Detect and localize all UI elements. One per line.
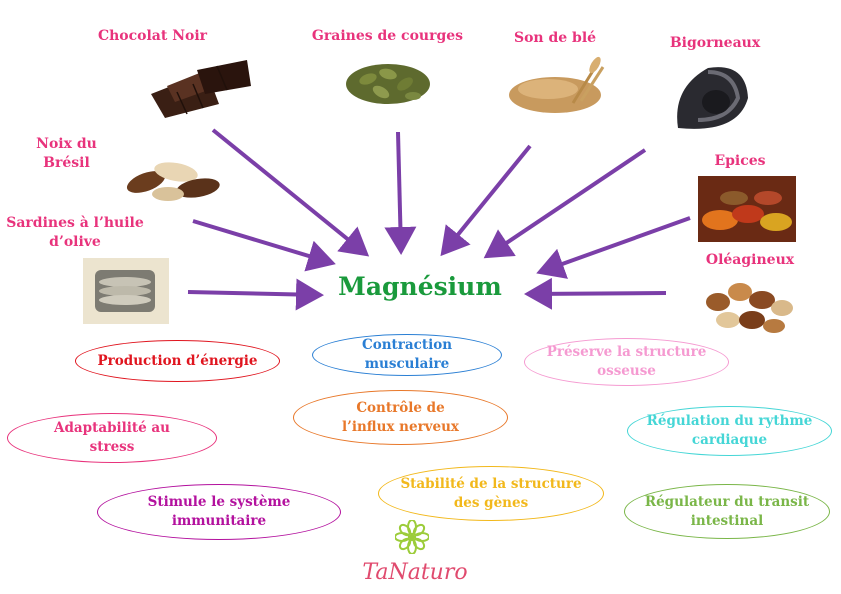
benefit-adaptabilite-line1: Adaptabilité au [54, 420, 170, 436]
benefit-genes-line1: Stabilité de la structure [400, 475, 582, 492]
label-sardines: Sardines à l’huile d’olive [6, 215, 144, 250]
arrow-chocolat [211, 128, 370, 257]
benefit-rythme-line1: Régulation du rythme [646, 413, 813, 429]
benefit-immunitaire-line2: immunitaire [171, 513, 267, 529]
benefit-influx-line1: Contrôle de [356, 399, 445, 416]
benefit-contraction-line2: musculaire [364, 356, 450, 372]
arrow-sardines [187, 278, 324, 311]
benefit-transit-line1: Régulateur du transit [644, 493, 810, 510]
label-bigorneaux: Bigorneaux [669, 35, 761, 51]
benefit-influx-line2: l’influx nerveux [342, 418, 459, 435]
periwinkle-image [677, 67, 748, 129]
arrow-son [440, 144, 532, 257]
benefit-energie-text: Production d’énergie [97, 352, 258, 369]
brazil-nuts-image [126, 162, 220, 201]
label-noix: Noix du Brésil [36, 136, 97, 171]
benefit-osseuse-line1: Préserve la structure [546, 344, 707, 360]
label-son: Son de blé [513, 30, 597, 46]
label-chocolat: Chocolat Noir [97, 28, 208, 44]
flower-logo-icon [395, 520, 429, 554]
benefit-transit: Régulateur du transit intestinal [624, 484, 830, 539]
pumpkin-seeds-image [346, 64, 430, 104]
benefit-genes-line2: des gènes [453, 494, 529, 511]
benefit-transit-line2: intestinal [690, 512, 764, 529]
spices-image [698, 176, 796, 242]
label-epices: Epices [714, 153, 766, 169]
arrow-epices [536, 216, 691, 279]
sardines-image [83, 258, 169, 324]
benefit-contraction: Contraction musculaire [312, 334, 502, 376]
benefit-immunitaire-line1: Stimule le système [147, 494, 291, 510]
chocolate-image [151, 60, 251, 118]
logo-text: TaNaturo [362, 560, 468, 585]
benefit-genes: Stabilité de la structure des gènes [378, 466, 604, 521]
wheat-bran-image [509, 56, 605, 113]
arrow-oleagineux [524, 277, 667, 310]
label-oleagineux: Oléagineux [705, 252, 795, 268]
benefit-osseuse-line2: osseuse [597, 363, 656, 379]
arrow-courges [384, 131, 417, 255]
benefit-adaptabilite: Adaptabilité au stress [7, 413, 217, 463]
benefit-adaptabilite-line2: stress [89, 439, 135, 455]
benefit-influx: Contrôle de l’influx nerveux [293, 390, 508, 445]
benefit-rythme-line2: cardiaque [691, 432, 768, 448]
center-title: Magnésium [338, 272, 502, 301]
benefit-rythme: Régulation du rythme cardiaque [627, 406, 832, 456]
arrow-noix [192, 219, 336, 272]
benefit-osseuse: Préserve la structure osseuse [524, 338, 729, 386]
benefit-contraction-line1: Contraction [361, 337, 453, 353]
benefit-immunitaire: Stimule le système immunitaire [97, 484, 341, 540]
arrow-bigorneaux [483, 148, 647, 259]
benefit-energie: Production d’énergie [75, 340, 280, 382]
label-courges: Graines de courges [311, 28, 464, 44]
nuts-image [706, 283, 793, 333]
